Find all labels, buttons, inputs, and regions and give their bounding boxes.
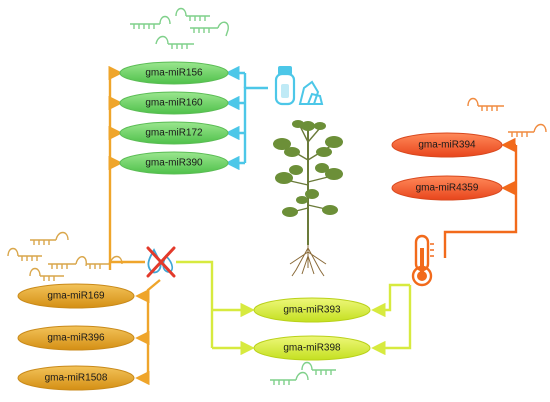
mirna-label: gma-miR396 xyxy=(47,333,105,344)
mirna-hairpin-icon xyxy=(48,256,87,269)
salt-connectors xyxy=(225,65,268,171)
mirna-node: gma-miR172 xyxy=(119,121,229,145)
mirna-label: gma-miR393 xyxy=(283,305,341,316)
mirna-node: gma-miR394 xyxy=(391,132,503,158)
soybean-plant-icon xyxy=(273,120,343,277)
mirna-ellipse xyxy=(17,283,135,309)
mirna-node: gma-miR1508 xyxy=(17,365,135,391)
mirna-node: gma-miR396 xyxy=(17,325,135,351)
mirna-ellipse xyxy=(119,61,229,85)
mirna-node: gma-miR4359 xyxy=(391,175,503,201)
mirna-label: gma-miR394 xyxy=(418,140,476,151)
mirna-node: gma-miR169 xyxy=(17,283,135,309)
mirna-node: gma-miR390 xyxy=(119,151,229,175)
salt-crystal-icon xyxy=(274,66,324,106)
no-water-icon xyxy=(146,246,176,278)
mirna-ellipse xyxy=(119,151,229,175)
mirna-hairpin-icon xyxy=(270,371,309,385)
mirna-hairpin-icon xyxy=(29,267,64,281)
mirna-ellipse xyxy=(17,365,135,391)
mirna-hairpin-icon xyxy=(467,97,504,111)
mirna-hairpin-icon xyxy=(130,15,171,29)
mirna-label: gma-miR1508 xyxy=(45,373,108,384)
mirna-label: gma-miR172 xyxy=(145,128,203,139)
mirna-label: gma-miR398 xyxy=(283,343,341,354)
mirna-ellipse xyxy=(17,325,135,351)
mirna-node: gma-miR156 xyxy=(119,61,229,85)
mirna-node: gma-miR398 xyxy=(253,335,371,361)
mirna-node: gma-miR160 xyxy=(119,91,229,115)
mirna-ellipse xyxy=(391,132,503,158)
mirna-label: gma-miR160 xyxy=(145,98,203,109)
mirna-ellipse xyxy=(253,297,371,323)
drought-connectors xyxy=(108,65,161,386)
mirna-label: gma-miR4359 xyxy=(416,183,479,194)
mirna-label: gma-miR169 xyxy=(47,291,105,302)
mirna-hairpin-icon xyxy=(7,247,42,261)
mirna-ellipse xyxy=(391,175,503,201)
mirna-ellipse xyxy=(253,335,371,361)
mirna-hairpin-icon xyxy=(301,361,336,375)
mirna-label: gma-miR156 xyxy=(145,68,203,79)
shared-connectors xyxy=(176,260,412,356)
mirna-hairpin-icon xyxy=(175,7,210,21)
thermometer-icon xyxy=(411,234,434,287)
mirna-node: gma-miR393 xyxy=(253,297,371,323)
mirna-hairpin-icon xyxy=(190,21,229,37)
mirna-hairpin-icon xyxy=(508,123,547,137)
mirna-hairpin-icon xyxy=(86,255,123,269)
mirna-ellipse xyxy=(119,121,229,145)
mirna-ellipse xyxy=(119,91,229,115)
mirna-hairpin-icon xyxy=(30,231,69,245)
heat-connectors xyxy=(443,137,518,258)
mirna-hairpin-icon xyxy=(155,35,194,49)
mirna-label: gma-miR390 xyxy=(145,158,203,169)
